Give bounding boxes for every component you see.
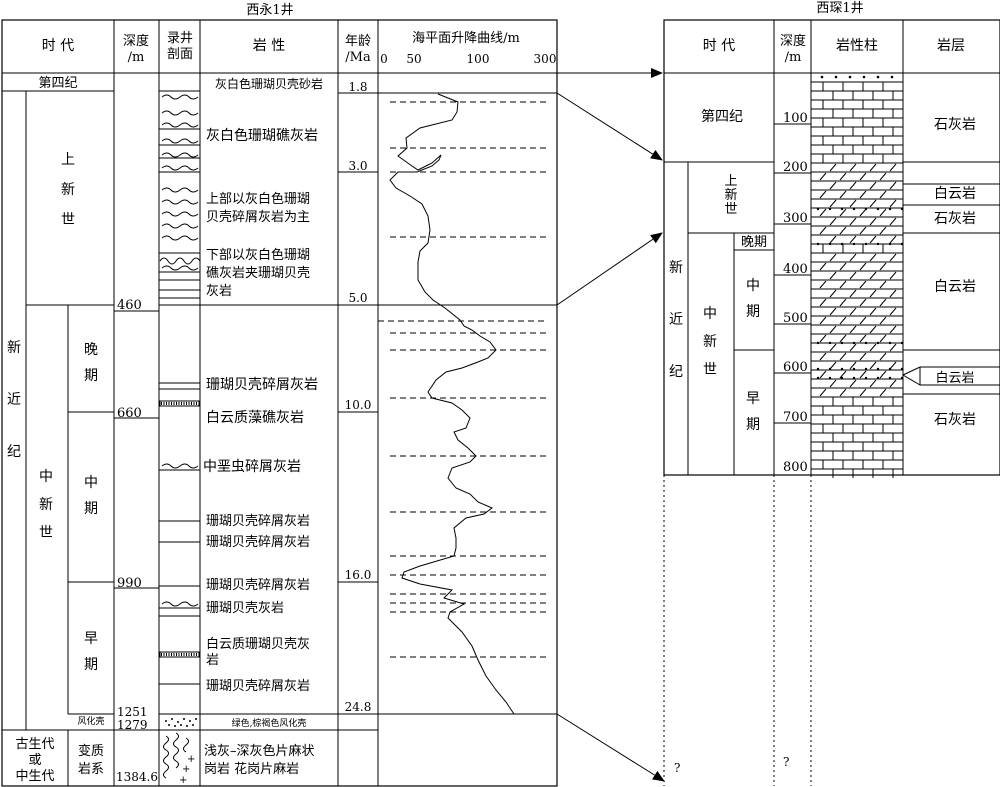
well2-miocene: 中新世 (703, 306, 717, 378)
depth-660: 660 (117, 406, 142, 421)
w2-depth-100: 100 (783, 111, 808, 126)
curve-tick-50: 50 (406, 52, 421, 66)
litho-1: 灰白色珊瑚贝壳砂岩 (215, 76, 323, 91)
well2-neogene: 新近纪 (669, 260, 683, 380)
well1-curve-header: 海平面升降曲线/m (412, 31, 520, 46)
age-5.0: 5.0 (348, 291, 367, 305)
well1-depth-header: 深度/m (123, 33, 149, 65)
age-16.0: 16.0 (345, 568, 372, 582)
w2-depth-700: 700 (783, 410, 808, 425)
well1-weathering: 风化壳 (77, 715, 104, 727)
litho-11: 珊瑚贝壳灰岩 (206, 601, 284, 616)
well1-age-header: 年龄/Ma (345, 34, 371, 65)
well2-middle: 中期 (746, 278, 760, 320)
layer-dolomite-2: 白云岩 (934, 279, 976, 295)
well1-paleozoic: 古生代或中生代 (15, 737, 54, 784)
well2-pliocene: 上新世 (724, 174, 737, 217)
well1-column: 西永1井 时 代 深度/m 录井剖面 岩 性 年龄/Ma 海平面升降曲线/m 0… (1, 3, 558, 787)
w2-depth-600: 600 (783, 360, 808, 375)
depth-1279: 1279 (117, 718, 148, 732)
well1-lithology-header: 岩 性 (253, 38, 285, 54)
layer-limestone-2: 石灰岩 (934, 211, 976, 227)
w2-depth-200: 200 (783, 160, 808, 175)
log-section: + + + (159, 90, 201, 786)
litho-3: 上部以灰白色珊瑚贝壳碎屑灰岩为主 (206, 191, 310, 225)
well2-late: 晚期 (741, 235, 767, 250)
litho-5: 珊瑚贝壳碎屑灰岩 (206, 376, 318, 393)
gneiss-pattern: + + + (163, 732, 195, 786)
age-10.0: 10.0 (345, 398, 372, 412)
litho-7: 中垩虫碎屑灰岩 (203, 459, 301, 475)
layer-dolomite-3: 白云岩 (935, 370, 974, 386)
litho-14: 绿色,棕褐色风化壳 (232, 717, 307, 729)
sea-level-curve (389, 93, 515, 715)
litho-9: 珊瑚贝壳碎屑灰岩 (206, 535, 310, 550)
well1-era-header: 时 代 (42, 38, 74, 54)
age-3.0: 3.0 (348, 159, 367, 173)
weathering-pattern (165, 718, 197, 727)
well1-middle: 中期 (84, 475, 98, 517)
depth-1384: 1384.6 (116, 770, 158, 784)
litho-15: 浅灰–深灰色片麻状岗岩 花岗片麻岩 (204, 743, 315, 777)
sea-level-curve-panel (378, 72, 557, 715)
depth-990: 990 (117, 576, 142, 591)
w2-depth-500: 500 (783, 311, 808, 326)
litho-2: 灰白色珊瑚礁灰岩 (206, 127, 318, 144)
depth-460: 460 (117, 298, 142, 313)
well1-miocene: 中新世 (39, 469, 53, 541)
well1-pliocene: 上新世 (61, 152, 75, 228)
well1-early: 早期 (84, 631, 98, 673)
layer-limestone-1: 石灰岩 (934, 117, 976, 133)
unknown-1: ? (674, 761, 680, 775)
well2-lithology-pattern (811, 75, 904, 478)
layer-dolomite-1: 白云岩 (934, 186, 976, 202)
w2-depth-800: 800 (783, 460, 808, 475)
litho-10: 珊瑚贝壳碎屑灰岩 (206, 578, 310, 593)
well1-late: 晚期 (84, 342, 98, 384)
well2-era-header: 时 代 (703, 38, 735, 54)
well2-column: 西琛1井 时 代 深度/m 岩性柱 岩层 第四纪 新近纪 上新世 中新世 晚期 … (663, 1, 1000, 786)
well1-metamorphic: 变质岩系 (78, 743, 104, 777)
correlation-arrows (556, 68, 665, 782)
layer-limestone-3: 石灰岩 (934, 412, 976, 428)
curve-tick-100: 100 (467, 52, 490, 66)
litho-12: 白云质珊瑚贝壳灰岩 (206, 636, 310, 668)
well2-title: 西琛1井 (816, 1, 863, 16)
well2-depth-header: 深度/m (780, 33, 806, 65)
well1-neogene: 新近纪 (7, 340, 21, 460)
litho-6: 白云质藻礁灰岩 (206, 410, 304, 426)
depth-1251: 1251 (117, 705, 148, 719)
litho-13: 珊瑚贝壳碎屑灰岩 (206, 679, 310, 694)
dolomite-callout (902, 366, 1000, 386)
curve-tick-300: 300 (534, 52, 557, 66)
well2-early: 早期 (746, 391, 760, 433)
w2-depth-300: 300 (783, 211, 808, 226)
well1-quaternary: 第四纪 (38, 76, 77, 91)
svg-text:+: + (187, 754, 195, 765)
curve-tick-0: 0 (380, 52, 388, 66)
unknown-2: ? (783, 755, 789, 769)
well2-layer-header: 岩层 (937, 38, 965, 54)
litho-4: 下部以灰白色珊瑚礁灰岩夹珊瑚贝壳灰岩 (206, 247, 310, 299)
well2-column-header: 岩性柱 (836, 38, 878, 54)
svg-text:+: + (179, 775, 187, 786)
well1-section-header: 录井剖面 (167, 31, 193, 62)
well1-title: 西永1井 (246, 3, 293, 18)
age-24.8: 24.8 (345, 700, 372, 714)
well2-quaternary: 第四纪 (701, 108, 743, 125)
litho-8: 珊瑚贝壳碎屑灰岩 (206, 514, 310, 529)
svg-text:+: + (182, 764, 190, 775)
age-1.8: 1.8 (348, 80, 367, 94)
w2-depth-400: 400 (783, 262, 808, 277)
